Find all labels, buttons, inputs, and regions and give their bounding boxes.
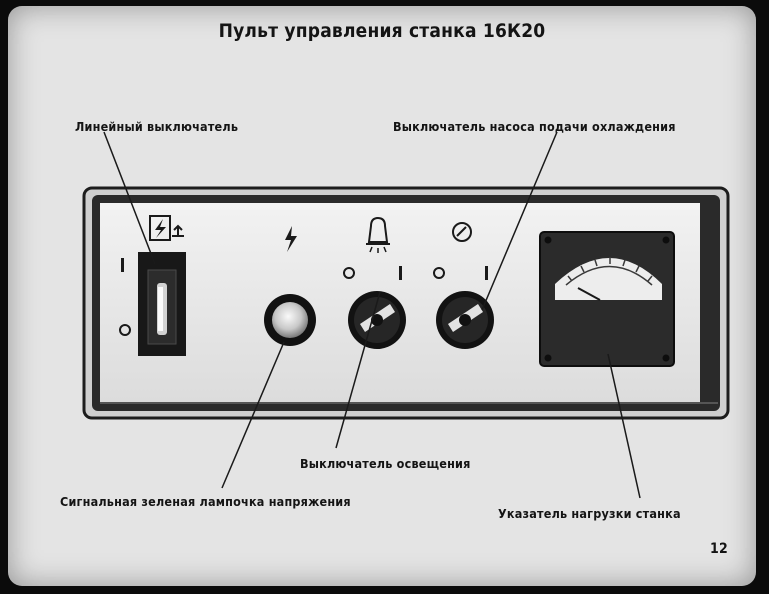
pump-gauge-icon xyxy=(452,222,472,242)
pump-switch-on-mark xyxy=(485,266,488,280)
line-switch[interactable] xyxy=(138,252,186,356)
line-switch-off-mark xyxy=(119,324,131,336)
slide-title: Пульт управления станка 16К20 xyxy=(218,20,546,42)
line-switch-lightning-icon xyxy=(149,215,184,241)
signal-lamp xyxy=(264,294,316,346)
label-load-indicator: Указатель нагрузки станка xyxy=(498,506,681,521)
light-switch-on-mark xyxy=(399,266,402,280)
line-switch-on-mark xyxy=(121,258,124,272)
page-number: 12 xyxy=(710,541,728,557)
lightning-icon xyxy=(285,226,297,252)
label-signal-lamp: Сигнальная зеленая лампочка напряжения xyxy=(60,494,351,509)
pump-switch-off-mark xyxy=(433,267,445,279)
label-pump-switch: Выключатель насоса подачи охлаждения xyxy=(393,119,676,134)
label-line-switch: Линейный выключатель xyxy=(75,119,239,134)
leader-lines xyxy=(103,131,641,499)
load-indicator xyxy=(539,231,675,367)
label-light-switch: Выключатель освещения xyxy=(300,456,471,471)
lamp-icon xyxy=(366,216,390,253)
light-switch-knob[interactable] xyxy=(348,291,406,349)
pump-switch-knob[interactable] xyxy=(436,291,494,349)
light-switch-off-mark xyxy=(343,267,355,279)
